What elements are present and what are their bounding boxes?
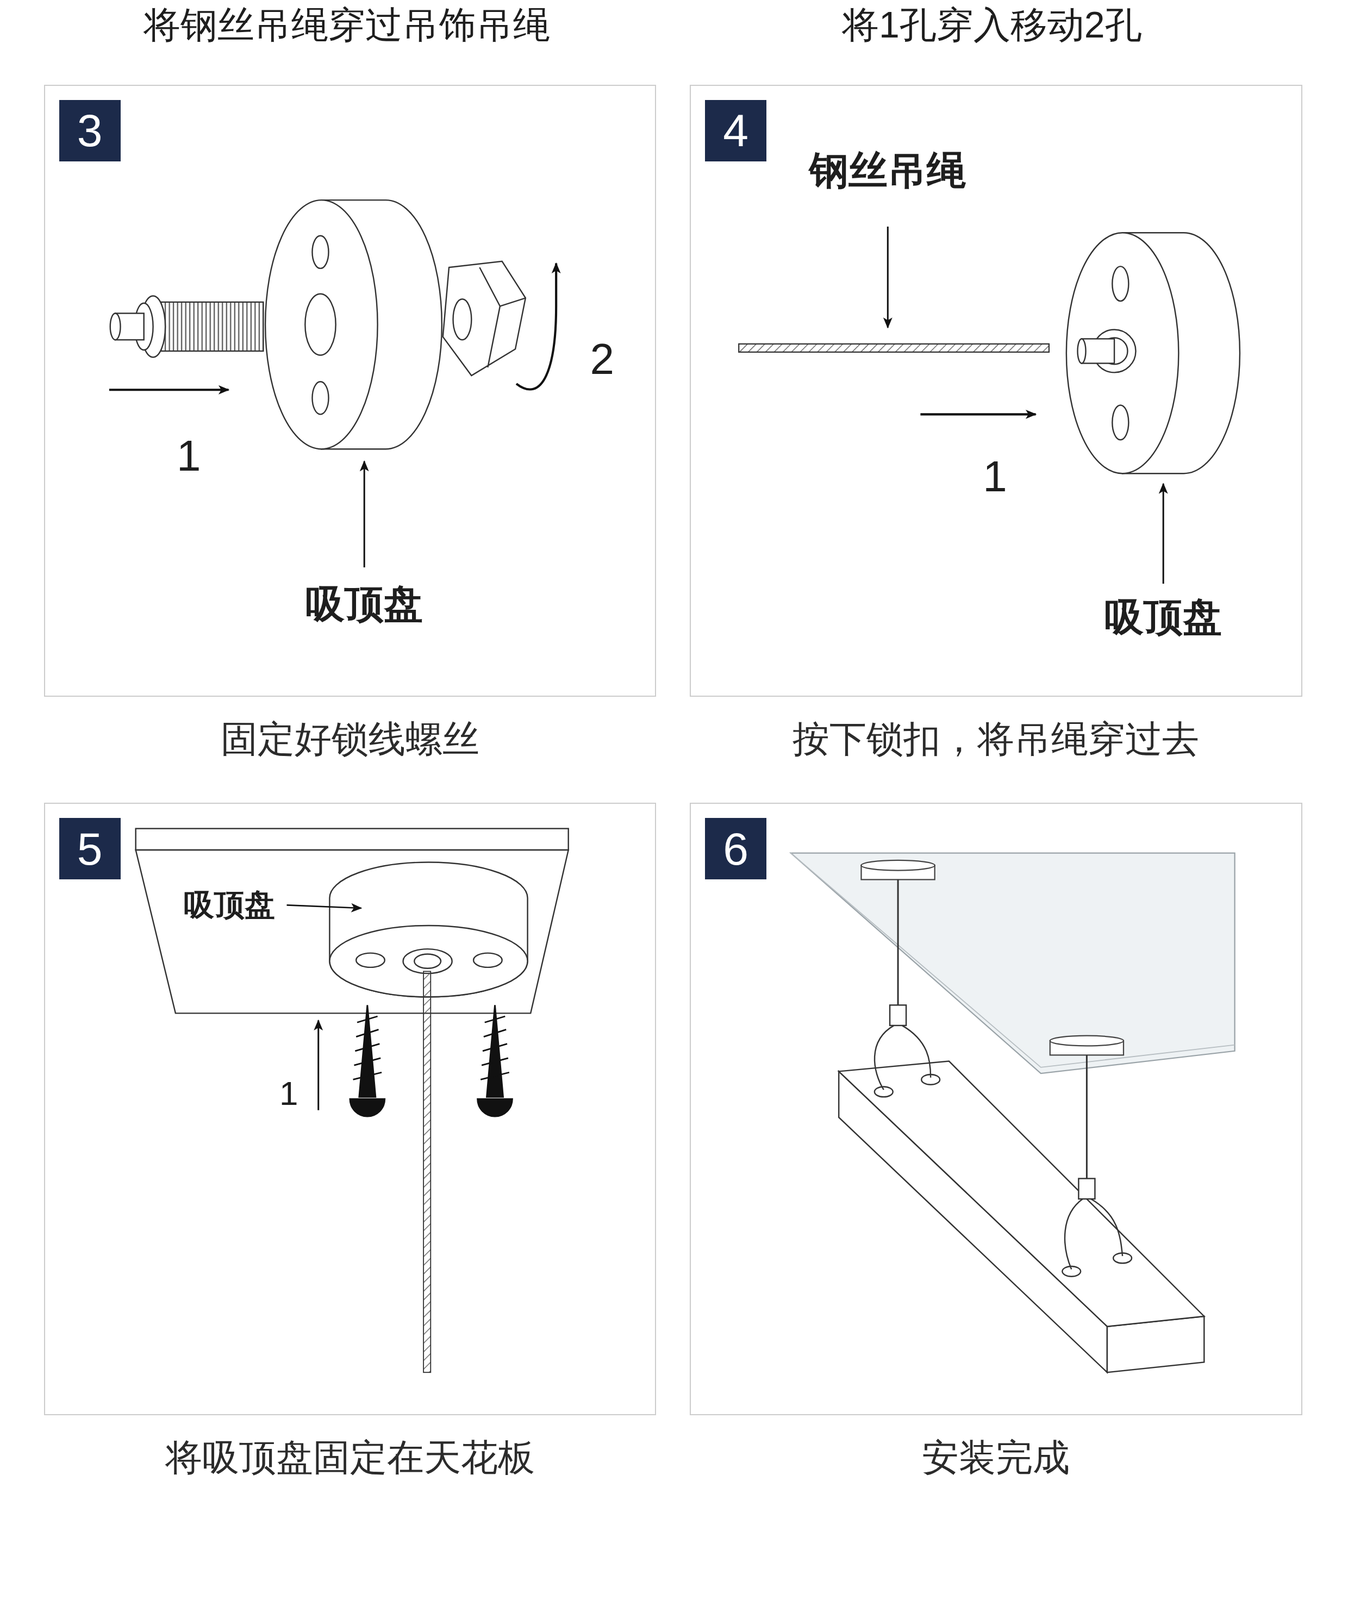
disk-hole [1112,266,1129,302]
board-edge [135,828,569,851]
ceiling-board [135,828,569,1014]
leader-line [363,461,366,568]
rotation-arrow [516,263,557,390]
callout-number: 1 [979,451,1011,502]
disk-face [265,200,378,449]
leader-line [887,226,889,328]
lock-bushing-ring [414,953,441,969]
glass-edge [790,853,1235,1068]
direction-arrow [920,413,1036,416]
step-caption: 将1孔穿入移动2孔 [838,3,1146,47]
screw-thread [353,1016,383,1080]
callout-number: 2 [586,334,618,385]
step-caption: 按下锁扣，将吊绳穿过去 [690,717,1301,760]
part-name: 吸顶盘 [302,581,427,627]
step-caption: 安装完成 [690,1436,1301,1479]
step-number-text: 3 [77,107,103,154]
disk-face [860,860,935,871]
callout-number: 1 [276,1074,302,1114]
disk-face [1066,232,1179,474]
steel-wire [738,344,1050,353]
gripper-body [1078,1178,1095,1200]
lock-pin-end [1077,338,1086,364]
step-caption: 固定好锁线螺丝 [45,717,655,760]
wire-gripper [874,1005,1123,1270]
direction-arrow [109,388,229,391]
nut-edge [500,297,526,307]
steel-wire [423,971,431,1373]
step-panel: 将吸顶盘固定在天花板5 [44,802,657,1415]
ceiling-disk [1066,232,1240,474]
disk-hole [311,235,329,269]
disk-hole [473,953,503,968]
step-number-text: 5 [77,826,103,872]
bar-top [838,1061,1204,1327]
screw [477,1005,513,1117]
bolt [110,296,264,358]
screw-head [350,1099,385,1117]
ceiling-disk [265,200,442,449]
board-face [135,850,569,1014]
part-name: 吸顶盘 [1101,594,1226,640]
nut-outline [442,261,526,376]
part-name: 钢丝吊绳 [806,147,970,193]
step-number-text: 6 [722,826,749,872]
step-number-text: 4 [722,107,749,154]
screw-thread [480,1016,510,1080]
bolt-thread [153,302,264,352]
disk-hole [304,294,336,356]
gripper-body [889,1005,907,1026]
glass-panel [790,853,1235,1075]
light-bar [838,1061,1204,1374]
gripper-wire [874,1025,931,1090]
part-name: 吸顶盘 [180,887,279,923]
lock-pin [1081,338,1115,364]
callout-number: 1 [173,431,205,482]
lock-bushing [403,949,453,974]
disk-face [1050,1036,1124,1047]
steel-wire [1086,1055,1088,1179]
step-number: 6 [704,818,767,880]
screw-head [477,1099,513,1117]
step-panel: 安装完成6 [689,802,1302,1415]
disk-hole [356,953,385,968]
nut-hole [453,298,472,340]
step-number: 3 [59,100,121,162]
nut-edge [479,267,501,368]
step-number: 5 [59,818,121,880]
step-number: 4 [704,100,767,162]
bolt-pin-end [110,313,121,340]
bar-hole [874,1087,894,1098]
hex-nut [442,261,526,376]
direction-arrow [317,1020,320,1111]
screw [350,1005,385,1117]
leader-line [286,905,362,909]
disk-hole [311,381,329,415]
disk-hole [1112,404,1129,440]
mini-disk [860,860,1123,1056]
glass-ceiling [790,853,1235,1075]
step-caption: 将钢丝吊绳穿过吊饰吊绳 [140,3,554,47]
steel-wire [897,879,900,1006]
step-caption: 将吸顶盘固定在天花板 [45,1436,655,1479]
gripper-wire [1064,1199,1123,1270]
leader-line [1162,483,1165,584]
